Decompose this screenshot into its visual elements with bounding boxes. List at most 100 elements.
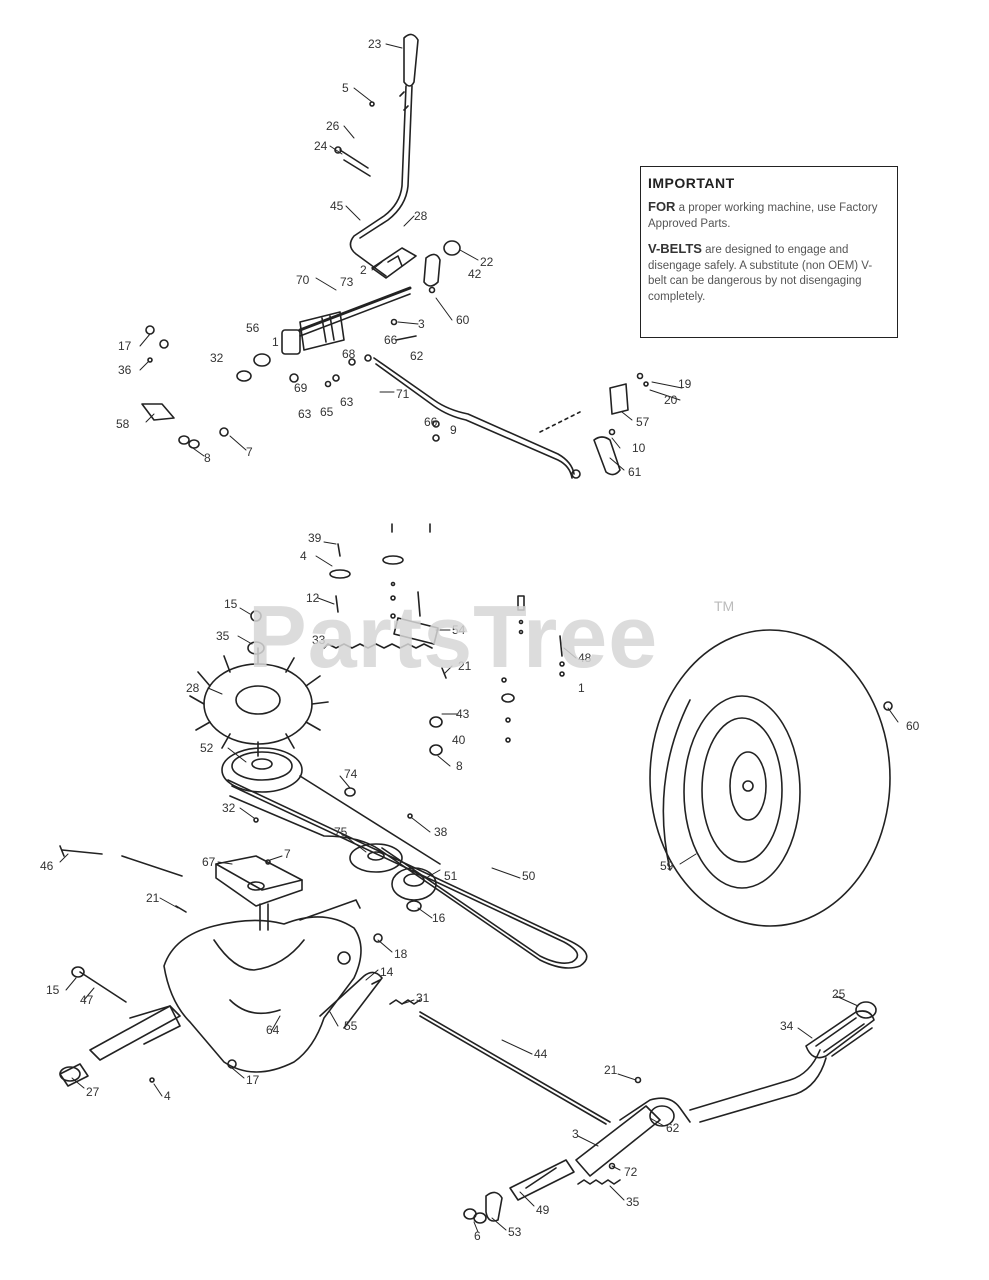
callout: 5 [342, 81, 349, 95]
callout: 32 [222, 801, 236, 815]
v-belt [227, 775, 588, 969]
notice-lead: V-BELTS [648, 241, 702, 256]
callout: 67 [202, 855, 216, 869]
callout: 4 [300, 549, 307, 563]
callout: 24 [314, 139, 328, 153]
callout: 17 [118, 339, 132, 353]
callout: 18 [394, 947, 408, 961]
notice-text: a proper working machine, use Factory Ap… [648, 202, 878, 230]
callout: 60 [456, 313, 470, 327]
idler-arm-parts [329, 523, 565, 743]
callout: 70 [296, 273, 310, 287]
shift-link-rod [59, 845, 183, 877]
callout: 75 [334, 825, 348, 839]
callout: 7 [246, 445, 253, 459]
spring-bracket [539, 372, 649, 476]
callout: 43 [456, 707, 470, 721]
callout: 54 [452, 623, 466, 637]
callout: 61 [628, 465, 642, 479]
callout: 51 [444, 869, 458, 883]
callout: 44 [534, 1047, 548, 1061]
callout: 73 [340, 275, 354, 289]
callout: 65 [320, 405, 334, 419]
shift-bracket [298, 247, 417, 337]
callout: 50 [522, 869, 536, 883]
callout: 42 [468, 267, 482, 281]
callout: 23 [368, 37, 382, 51]
control-rod [373, 357, 581, 479]
callout: 3 [418, 317, 425, 331]
callout: 52 [200, 741, 214, 755]
callout: 68 [342, 347, 356, 361]
callout: 17 [246, 1073, 260, 1087]
callout: 15 [224, 597, 238, 611]
callout: 20 [664, 393, 678, 407]
callout-labels: 23 5 26 24 45 28 22 42 70 73 2 56 1 3 17… [40, 37, 920, 1243]
idler-pulleys [349, 843, 437, 912]
cooling-fan [189, 647, 329, 757]
callout: 71 [396, 387, 410, 401]
callout: 6 [474, 1229, 481, 1243]
notice-text: are designed to engage and disengage saf… [648, 244, 873, 303]
callout: 35 [216, 629, 230, 643]
drive-pulley [221, 747, 413, 823]
watermark-text: PartsTree [248, 587, 659, 686]
callout: 63 [298, 407, 312, 421]
callout: 21 [458, 659, 472, 673]
callout: 35 [626, 1195, 640, 1209]
callout: 32 [210, 351, 224, 365]
callout: 64 [266, 1023, 280, 1037]
callout: 39 [308, 531, 322, 545]
callout: 74 [344, 767, 358, 781]
trademark-mark: TM [714, 598, 735, 614]
shift-lever [349, 33, 419, 277]
callout: 69 [294, 381, 308, 395]
callout: 72 [624, 1165, 638, 1179]
notice-lead: FOR [648, 199, 676, 214]
callout: 58 [116, 417, 130, 431]
transaxle [163, 899, 383, 1073]
idler-spring [247, 610, 447, 756]
callout: 63 [340, 395, 354, 409]
callout: 7 [284, 847, 291, 861]
left-small-parts [141, 325, 229, 449]
callout: 53 [508, 1225, 522, 1239]
callout: 60 [906, 719, 920, 733]
callout: 46 [40, 859, 54, 873]
callout: 3 [572, 1127, 579, 1141]
mounting-plate [175, 855, 303, 913]
callout: 36 [118, 363, 132, 377]
callout: 25 [832, 987, 846, 1001]
callout: 21 [604, 1063, 618, 1077]
callout: 66 [424, 415, 438, 429]
callout: 22 [480, 255, 494, 269]
callout: 47 [80, 993, 94, 1007]
brake-pedal-arm [575, 1049, 827, 1177]
left-axle [59, 966, 181, 1087]
callout: 27 [86, 1085, 100, 1099]
callout: 21 [146, 891, 160, 905]
callout: 45 [330, 199, 344, 213]
notice-paragraph-belts: V-BELTS are designed to engage and disen… [648, 241, 890, 305]
callout: 33 [312, 633, 326, 647]
callout: 2 [360, 263, 367, 277]
callout: 16 [432, 911, 446, 925]
callout: 14 [380, 965, 394, 979]
callout: 66 [384, 333, 398, 347]
callout: 9 [450, 423, 457, 437]
callout: 57 [636, 415, 650, 429]
leader-lines [59, 43, 899, 1233]
callout: 1 [578, 681, 585, 695]
pedal-grip [805, 1001, 877, 1059]
shift-collar [236, 311, 345, 382]
important-notice: IMPORTANT FOR a proper working machine, … [640, 166, 898, 338]
callout: 19 [678, 377, 692, 391]
callout: 31 [416, 991, 430, 1005]
right-small-parts [289, 240, 461, 388]
callout: 15 [46, 983, 60, 997]
callout: 48 [578, 651, 592, 665]
callout: 59 [660, 859, 674, 873]
callout: 62 [666, 1121, 680, 1135]
callout: 26 [326, 119, 340, 133]
